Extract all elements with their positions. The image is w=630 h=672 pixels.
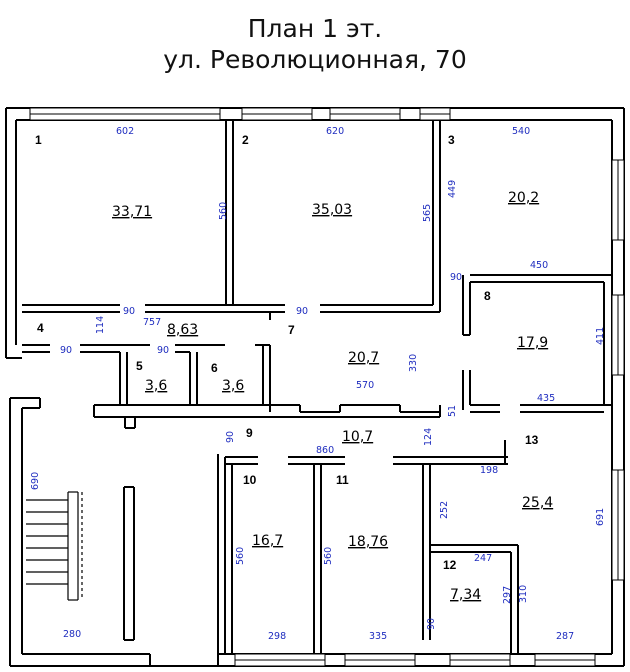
room-12-number: 12 [443, 558, 457, 572]
staircase [26, 486, 135, 641]
windows [29, 107, 625, 667]
dimension-label: 124 [423, 428, 434, 446]
dimension-label: 90 [296, 306, 308, 317]
dimension-label: 602 [116, 126, 134, 137]
dimension-label: 691 [595, 508, 606, 526]
room-13-area: 25,4 [522, 495, 553, 511]
room-11-number: 11 [336, 473, 349, 487]
dimension-label: 560 [235, 547, 246, 565]
room-6-number: 6 [211, 361, 218, 375]
dimension-label: 90 [157, 345, 169, 356]
room-10-number: 10 [243, 473, 257, 487]
plan-address: ул. Революционная, 70 [163, 45, 467, 74]
room-2-area: 35,03 [312, 202, 352, 218]
room-8-area: 17,9 [517, 335, 548, 351]
dimension-label: 411 [595, 327, 606, 345]
room-3-number: 3 [448, 133, 455, 147]
dimension-label: 90 [426, 618, 437, 630]
room-7-area: 20,7 [348, 350, 379, 366]
interior-walls [22, 120, 612, 654]
dimension-label: 298 [268, 631, 286, 642]
dimension-label: 310 [518, 585, 529, 603]
dimension-label: 560 [323, 547, 334, 565]
room-12-area: 7,34 [450, 587, 481, 603]
dimension-label: 540 [512, 126, 530, 137]
dimension-label: 247 [474, 553, 492, 564]
room-9-number: 9 [246, 426, 253, 440]
room-2-number: 2 [242, 133, 249, 147]
plan-title: План 1 эт. [247, 14, 383, 43]
dimension-label: 51 [447, 405, 458, 417]
dimension-label: 570 [356, 380, 374, 391]
room-7-number: 7 [288, 323, 295, 337]
dimension-label: 450 [530, 260, 548, 271]
dimension-label: 280 [63, 629, 81, 640]
dimension-label: 90 [60, 345, 72, 356]
dimension-label: 690 [30, 472, 41, 490]
room-areas: 33,71 35,03 20,2 8,63 3,6 3,6 20,7 17,9 … [112, 190, 553, 603]
dimension-label: 297 [502, 586, 513, 604]
room-5-number: 5 [136, 359, 143, 373]
dimension-label: 435 [537, 393, 555, 404]
room-1-number: 1 [35, 133, 42, 147]
dimension-label: 330 [408, 354, 419, 372]
dimension-label: 757 [143, 317, 161, 328]
room-3-area: 20,2 [508, 190, 539, 206]
room-4-area: 8,63 [167, 322, 198, 338]
dimension-label: 860 [316, 445, 334, 456]
dimension-label: 252 [439, 501, 450, 519]
room-10-area: 16,7 [252, 533, 283, 549]
dimension-label: 90 [450, 272, 462, 283]
room-4-number: 4 [37, 321, 44, 335]
dimension-label: 449 [447, 180, 458, 198]
dimension-label: 114 [95, 316, 106, 334]
room-6-area: 3,6 [222, 378, 244, 394]
dimension-label: 565 [422, 204, 433, 222]
dimensions: 602 620 540 560 565 449 450 90 757 114 9… [30, 126, 606, 642]
dimension-label: 335 [369, 631, 387, 642]
room-13-number: 13 [525, 433, 539, 447]
dimension-label: 198 [480, 465, 498, 476]
room-5-area: 3,6 [145, 378, 167, 394]
dimension-label: 620 [326, 126, 344, 137]
room-9-area: 10,7 [342, 429, 373, 445]
dimension-label: 560 [218, 202, 229, 220]
dimension-label: 90 [225, 431, 236, 443]
room-8-number: 8 [484, 289, 491, 303]
room-11-area: 18,76 [348, 534, 388, 550]
dimension-label: 90 [123, 306, 135, 317]
room-1-area: 33,71 [112, 204, 152, 220]
dimension-label: 287 [556, 631, 574, 642]
room-numbers: 1 2 3 4 5 6 7 8 9 10 11 12 13 [35, 133, 539, 572]
